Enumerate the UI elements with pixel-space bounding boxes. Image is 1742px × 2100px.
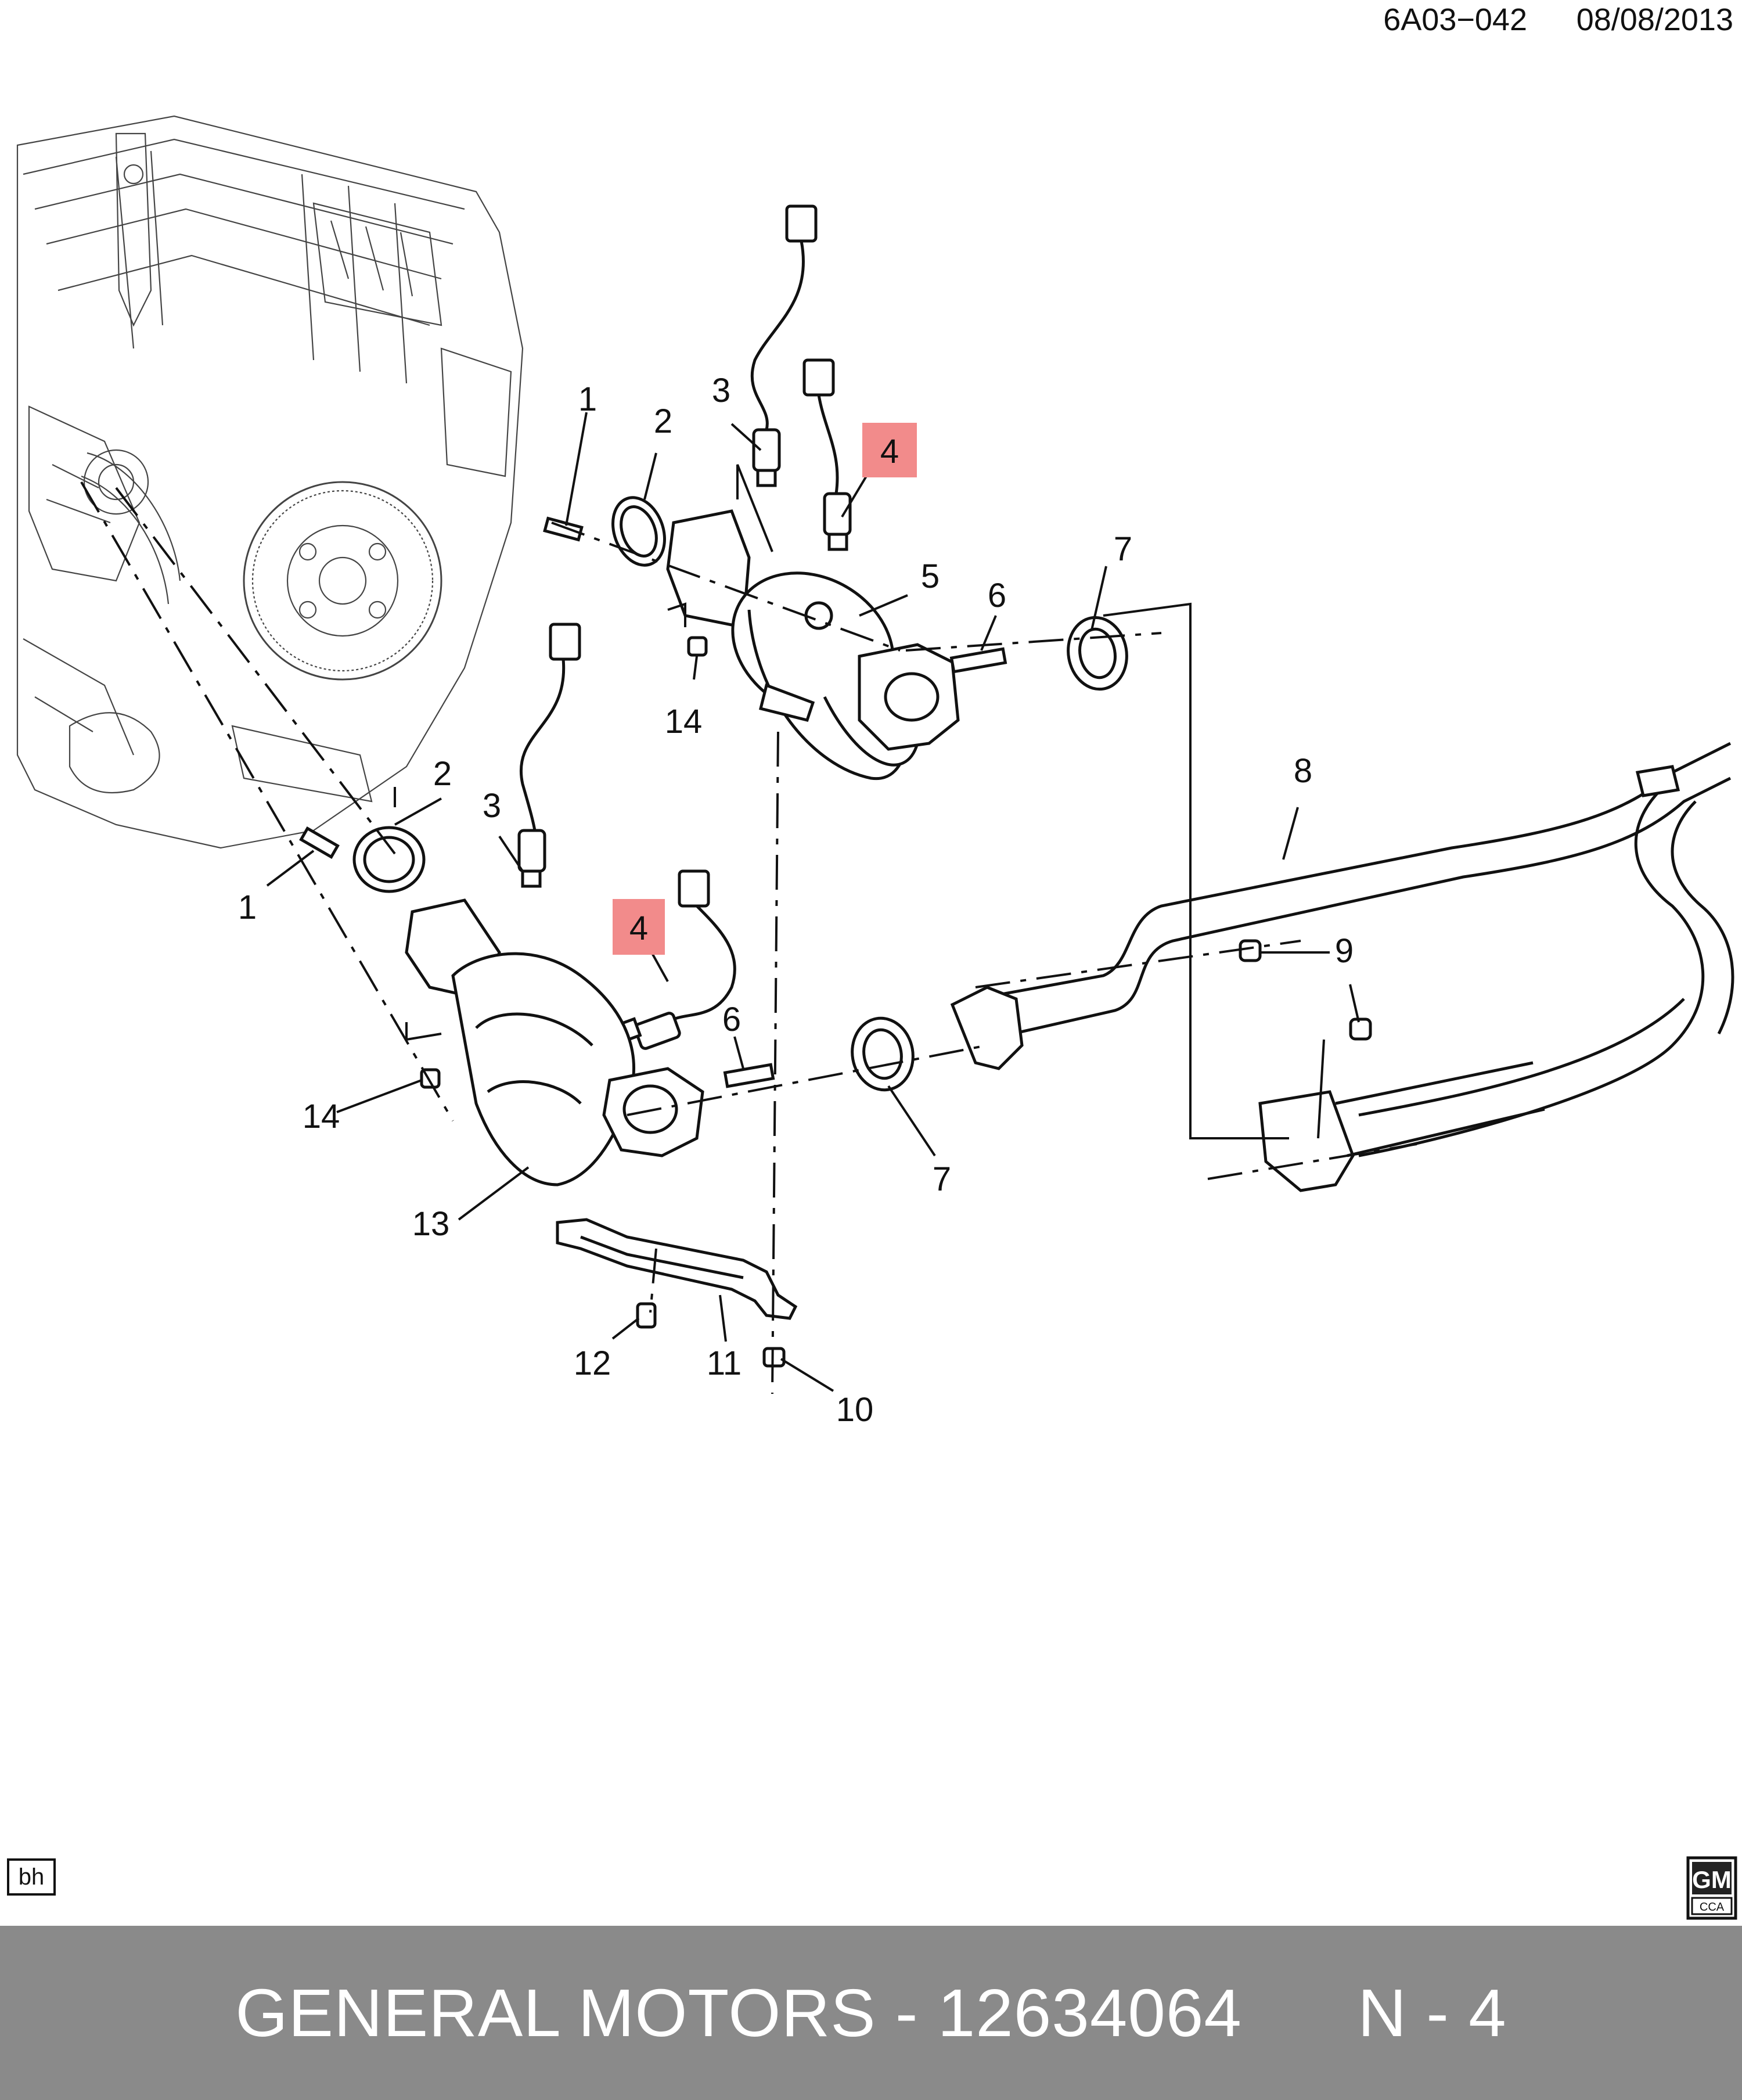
callout-7-lower: 7 (933, 1160, 951, 1198)
oxygen-sensor-downstream-upper (802, 358, 852, 551)
callout-6-upper: 6 (988, 577, 1006, 614)
flange-gasket-lower (352, 826, 426, 893)
footer-position-label: N - 4 (1358, 1975, 1507, 2051)
callout-11: 11 (707, 1344, 742, 1382)
callout-4-lower: 4 (629, 909, 648, 947)
oxygen-sensor-upstream-lower (517, 623, 581, 888)
callout-5: 5 (921, 558, 940, 595)
exhaust-pipe-assembly (950, 742, 1734, 1192)
bolt-12 (636, 1302, 657, 1329)
callout-labels: 1 2 3 4 5 6 7 14 8 2 3 1 4 6 9 14 7 13 1… (238, 372, 1354, 1429)
upper-exhaust-bank (543, 204, 1128, 781)
nut-9-lower (1349, 1017, 1372, 1041)
callout-highlight-lower (613, 899, 665, 955)
footer-separator: - (876, 1975, 938, 2051)
stud-lower (299, 826, 340, 859)
footer-brand: GENERAL MOTORS (235, 1975, 876, 2051)
callout-14-lower: 14 (303, 1098, 340, 1135)
leader-lines (80, 412, 1417, 1394)
svg-text:CCA: CCA (1700, 1901, 1725, 1914)
footer-part-number: 12634064 (937, 1975, 1242, 2051)
callout-highlight-upper (862, 423, 917, 477)
svg-text:GM: GM (1692, 1866, 1732, 1893)
callout-2-lower: 2 (433, 755, 452, 793)
callout-6-lower: 6 (722, 1001, 741, 1038)
callout-4-upper: 4 (880, 433, 899, 470)
bracket-assembly (556, 1218, 798, 1368)
callout-1-upper: 1 (578, 380, 597, 418)
callout-10: 10 (836, 1391, 874, 1429)
callout-14-upper: 14 (665, 703, 703, 740)
bolt-lower (723, 1063, 775, 1088)
drawing-date: 08/08/2013 (1577, 2, 1733, 37)
footer-bar: GENERAL MOTORS - 12634064 N - 4 (0, 1926, 1742, 2100)
nut-10 (762, 1347, 786, 1368)
callout-3-lower: 3 (483, 787, 501, 825)
illustrator-badge: bh (7, 1858, 56, 1896)
engine-illustration (16, 115, 524, 849)
pipe-gasket-upper (1067, 616, 1128, 691)
callout-3-upper: 3 (712, 372, 730, 409)
oxygen-sensor-downstream-lower (618, 869, 736, 1050)
drawing-id: 6A03−042 (1383, 2, 1527, 37)
oxygen-sensor-upstream-upper (750, 204, 818, 487)
callout-8: 8 (1294, 752, 1312, 790)
callout-2-upper: 2 (654, 402, 672, 440)
flange-gasket-upper (611, 496, 666, 567)
bolt-upper (949, 647, 1007, 674)
catalytic-converter-upper (666, 509, 960, 781)
catalytic-converter-lower (405, 898, 704, 1186)
callout-1-lower: 1 (238, 889, 257, 926)
stud-upper (543, 516, 584, 542)
pipe-gasket-lower (851, 1016, 915, 1092)
gm-cca-logo: GM CCA (1686, 1856, 1737, 1920)
footer-text: GENERAL MOTORS - 12634064 N - 4 (235, 1974, 1506, 2052)
nut-9-upper (1239, 939, 1262, 962)
nut-upper (687, 636, 708, 657)
callout-12: 12 (574, 1344, 611, 1382)
lower-exhaust-bank (299, 623, 915, 1186)
callout-13: 13 (412, 1205, 450, 1243)
callout-7-upper: 7 (1114, 530, 1132, 568)
callout-9: 9 (1335, 932, 1354, 970)
